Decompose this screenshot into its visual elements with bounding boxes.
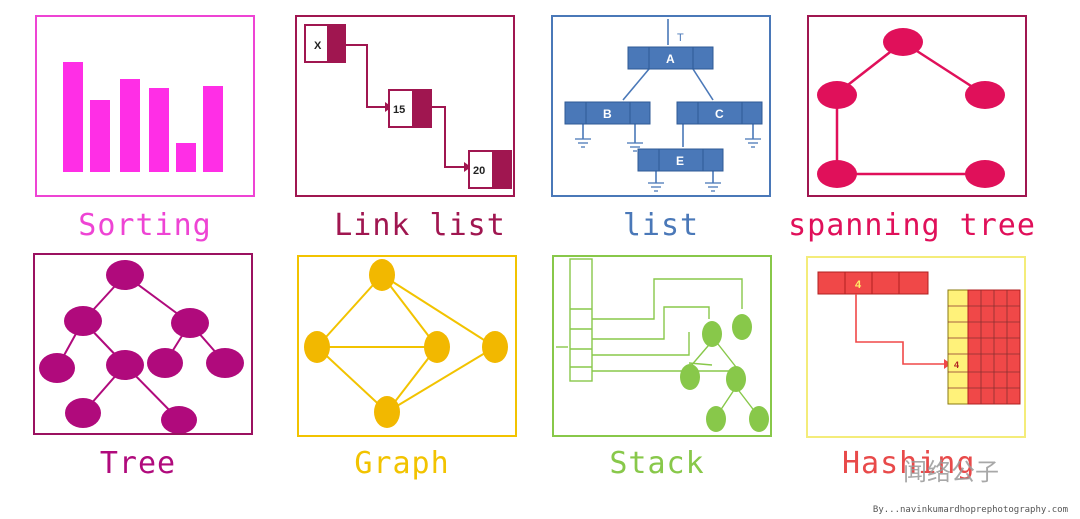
bar	[149, 88, 169, 172]
tree-node	[171, 308, 209, 338]
tree-node	[206, 348, 244, 378]
node-label-15: 15	[393, 104, 405, 116]
stack-diagram	[556, 258, 769, 432]
watermark: 闻络公子	[903, 458, 999, 486]
graph-caption: Graph	[354, 446, 450, 481]
node-label-b: B	[603, 107, 612, 121]
node-label-x: X	[314, 40, 322, 52]
array-cell-value: 4	[855, 279, 862, 291]
stack-node	[749, 406, 769, 432]
tree-node	[39, 353, 75, 383]
stack-node	[680, 364, 700, 390]
stack-node	[706, 406, 726, 432]
node-label-20: 20	[473, 165, 485, 177]
tree-panel	[33, 253, 253, 435]
link-arrow	[430, 106, 464, 168]
node-15	[388, 89, 432, 128]
stack-node	[702, 321, 722, 347]
tree-node	[106, 350, 144, 380]
list-diagram: A B C E T	[564, 19, 763, 192]
tree-node	[106, 260, 144, 290]
hashing-diagram: 4 4	[817, 271, 1021, 405]
bar	[120, 79, 140, 172]
sorting-bars	[63, 62, 223, 172]
graph-vertex	[304, 331, 330, 363]
node-label-e: E	[676, 154, 684, 168]
credit-text: By...navinkumardhoprephotography.com	[872, 505, 1068, 515]
table-cell-value: 4	[954, 360, 959, 370]
stack-caption: Stack	[609, 446, 705, 481]
hash-table	[947, 289, 1021, 405]
graph-diagram	[304, 259, 508, 428]
vertex	[817, 81, 857, 109]
bar	[63, 62, 83, 172]
sorting-panel	[35, 15, 255, 197]
link-arrow	[344, 44, 385, 108]
stack-panel	[552, 255, 772, 437]
arrow-head	[464, 162, 471, 172]
graph-vertex	[424, 331, 450, 363]
tree-caption: Tree	[99, 446, 177, 481]
node-label-c: C	[715, 107, 724, 121]
spanning-tree-caption: spanning tree	[788, 208, 1036, 243]
node-20	[468, 150, 512, 189]
top-label: T	[677, 32, 684, 44]
bar	[176, 143, 196, 172]
linklist-diagram: X 15 20	[304, 24, 512, 189]
list-caption: list	[622, 208, 700, 243]
bar	[90, 100, 110, 172]
tree-node	[161, 406, 197, 433]
spanning-tree-panel	[807, 15, 1027, 197]
bar	[203, 86, 223, 172]
node-label-a: A	[666, 52, 675, 66]
stack-frame	[569, 258, 593, 382]
graph-vertex	[374, 396, 400, 428]
linklist-caption: Link list	[334, 208, 506, 243]
vertex	[817, 160, 857, 188]
graph-panel	[297, 255, 517, 437]
hash-array	[817, 271, 929, 295]
sorting-caption: Sorting	[78, 208, 212, 243]
stack-node	[726, 366, 746, 392]
linklist-panel: X 15 20	[295, 15, 515, 197]
stack-node	[732, 314, 752, 340]
graph-vertex	[482, 331, 508, 363]
spanning-tree-diagram	[817, 28, 1005, 188]
graph-vertex	[369, 259, 395, 291]
node-x	[304, 24, 346, 63]
tree-node	[65, 398, 101, 428]
list-panel: A B C E T	[551, 15, 771, 197]
tree-diagram	[39, 260, 244, 433]
vertex	[883, 28, 923, 56]
vertex	[965, 160, 1005, 188]
vertex	[965, 81, 1005, 109]
tree-node	[147, 348, 183, 378]
tree-node	[64, 306, 102, 336]
hashing-panel: 4 4	[806, 256, 1026, 438]
hashing-caption: Hashing	[842, 446, 976, 481]
